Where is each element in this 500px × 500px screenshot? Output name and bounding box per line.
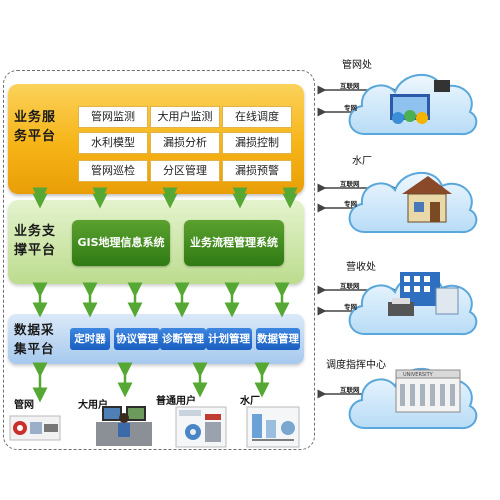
collect-platform-panel: 数据采 集平台 定时器 协议管理 诊断管理 计划管理 数据管理 (8, 314, 304, 364)
service-platform-panel: 业务服 务平台 管网监测 大用户监测 在线调度 水利模型 漏损分析 漏损控制 管… (8, 84, 304, 194)
building-sign: UNIVERSITY (403, 372, 433, 378)
service-platform-label: 业务服 务平台 (14, 110, 57, 144)
service-item-hydraulic-model[interactable]: 水利模型 (78, 132, 148, 154)
service-item-online-dispatch[interactable]: 在线调度 (222, 106, 292, 128)
device-label-normal-user: 普通用户 (156, 396, 196, 407)
cloud-title-pipe-office: 管网处 (342, 60, 372, 71)
collect-item-plan[interactable]: 计划管理 (206, 328, 252, 350)
collect-item-timer[interactable]: 定时器 (70, 328, 110, 350)
service-item-leak-warning[interactable]: 漏损预警 (222, 160, 292, 182)
gis-system-box[interactable]: GIS地理信息系统 (72, 220, 170, 266)
cloud-title-revenue-office: 营收处 (346, 262, 376, 273)
cloud-shape (348, 171, 478, 234)
support-platform-panel: 业务支 撑平台 GIS地理信息系统 业务流程管理系统 (8, 200, 304, 284)
cloud-title-waterworks: 水厂 (352, 156, 372, 167)
cloud-waterworks[interactable] (340, 150, 480, 240)
link-label-waterworks-internet: 互联网 (340, 180, 360, 188)
normal-user-meter-icon (175, 406, 227, 448)
service-item-leak-control[interactable]: 漏损控制 (222, 132, 292, 154)
service-item-pipe-inspection[interactable]: 管网巡检 (78, 160, 148, 182)
link-label-revenue-private: 专网 (344, 303, 357, 311)
cloud-dispatch-center[interactable] (340, 340, 480, 436)
link-label-revenue-internet: 互联网 (340, 282, 360, 290)
collect-item-diagnosis[interactable]: 诊断管理 (160, 328, 206, 350)
link-label-pipe-office-internet: 互联网 (340, 82, 360, 90)
support-platform-label: 业务支 撑平台 (14, 224, 57, 258)
collect-item-protocol[interactable]: 协议管理 (114, 328, 160, 350)
device-label-large-user: 大用户 (78, 400, 108, 411)
pipe-network-device-icon (9, 415, 61, 441)
cloud-title-dispatch-center: 调度指挥中心 (326, 360, 386, 371)
service-item-leak-analysis[interactable]: 漏损分析 (150, 132, 220, 154)
device-label-pipe-network: 管网 (14, 400, 34, 411)
architecture-frame (3, 70, 315, 450)
service-item-zone-management[interactable]: 分区管理 (150, 160, 220, 182)
cloud-shape (348, 272, 478, 336)
large-user-workstation-icon (96, 406, 152, 446)
service-item-pipe-monitoring[interactable]: 管网监测 (78, 106, 148, 128)
cloud-shape (348, 367, 478, 430)
collect-platform-label: 数据采 集平台 (14, 322, 55, 356)
service-item-large-user-monitoring[interactable]: 大用户监测 (150, 106, 220, 128)
cloud-shape (348, 73, 478, 136)
collect-item-data[interactable]: 数据管理 (256, 328, 300, 350)
workflow-system-box[interactable]: 业务流程管理系统 (184, 220, 284, 266)
cloud-pipe-office[interactable] (340, 54, 480, 144)
link-label-waterworks-private: 专网 (344, 200, 357, 208)
cloud-revenue-office[interactable] (340, 250, 480, 342)
link-label-pipe-office-private: 专网 (344, 104, 357, 112)
device-label-waterworks: 水厂 (240, 396, 260, 407)
link-label-dispatch-internet: 互联网 (340, 386, 360, 394)
waterworks-scada-icon (246, 406, 300, 448)
